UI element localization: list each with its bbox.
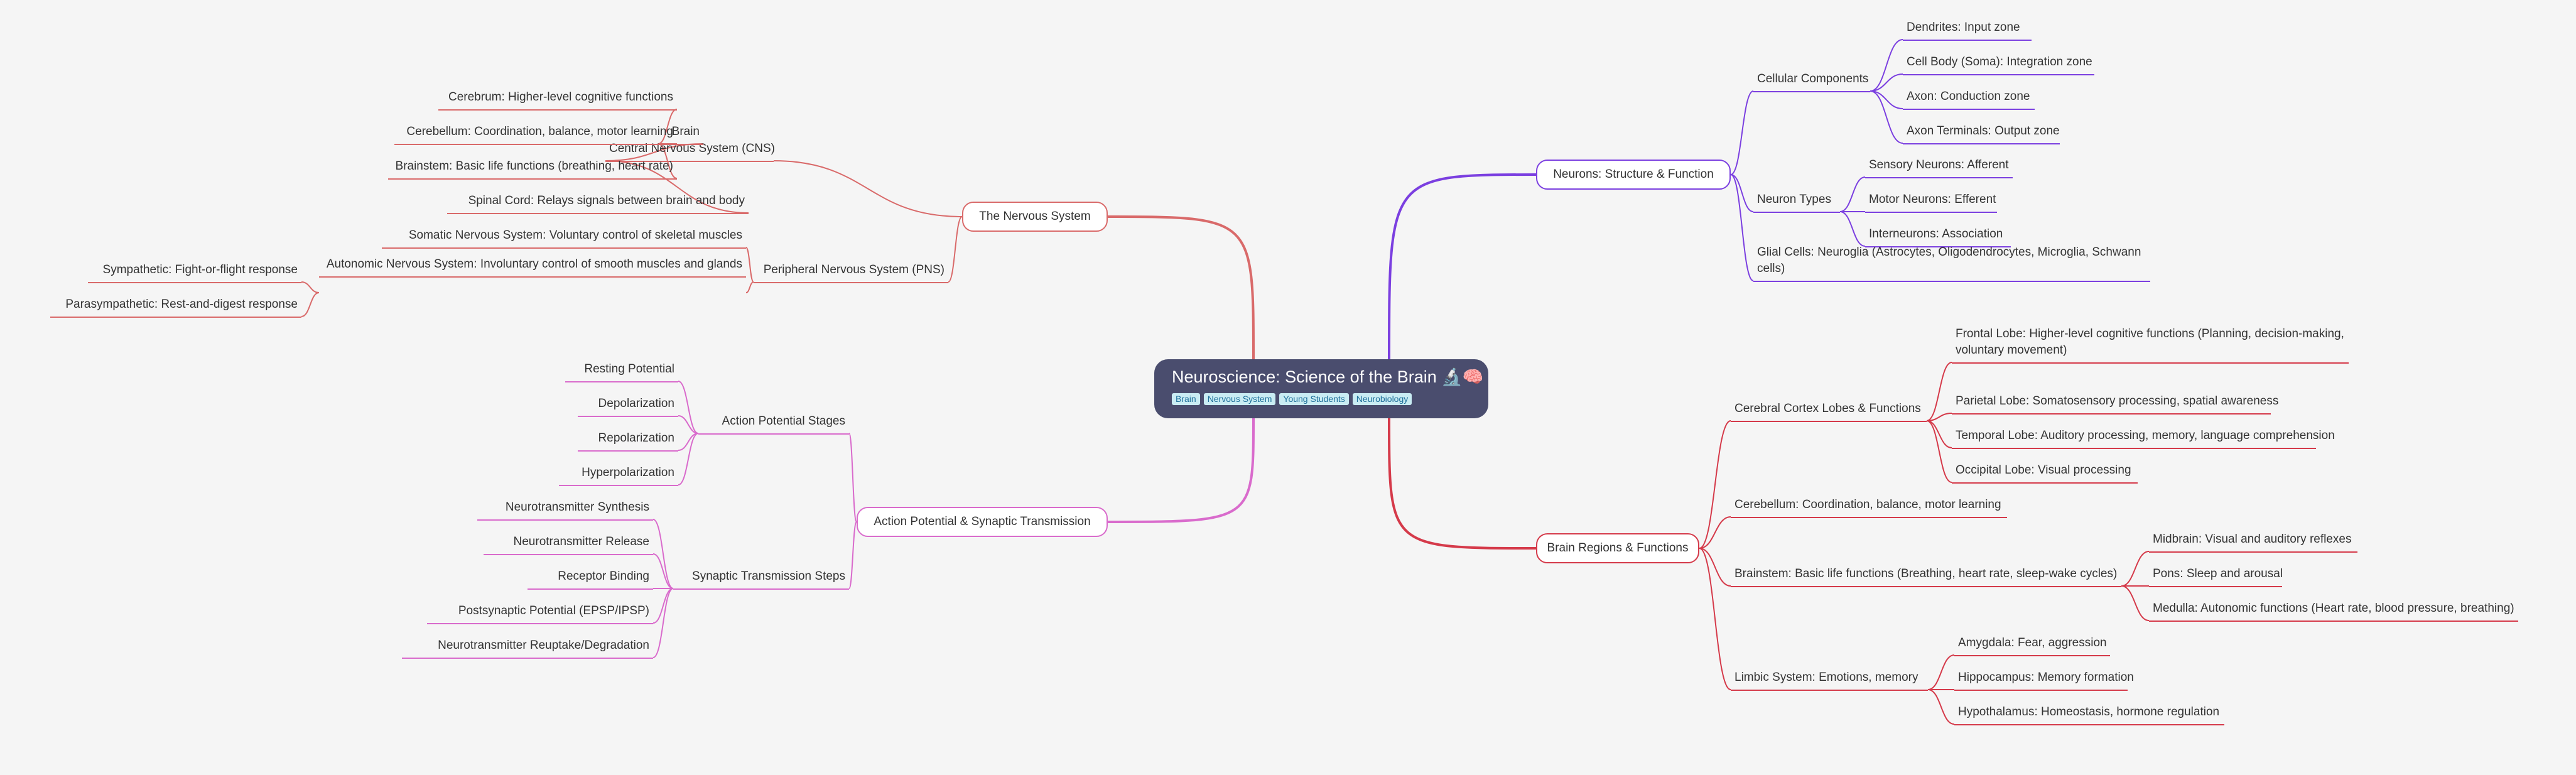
node-spinal-cord[interactable]: Spinal Cord: Relays signals between brai…	[447, 193, 749, 214]
node-hyperpolarization[interactable]: Hyperpolarization	[559, 465, 678, 486]
node-cns-brainstem[interactable]: Brainstem: Basic life functions (breathi…	[388, 158, 677, 180]
node-glial-cells[interactable]: Glial Cells: Neuroglia (Astrocytes, Olig…	[1753, 244, 2150, 282]
tag-nervous-system[interactable]: Nervous System	[1203, 393, 1276, 405]
node-axon-terminals[interactable]: Axon Terminals: Output zone	[1903, 123, 2060, 144]
node-ap-stages[interactable]: Action Potential Stages	[698, 413, 849, 435]
node-interneurons[interactable]: Interneurons: Association	[1865, 226, 2011, 247]
node-occipital-lobe[interactable]: Occipital Lobe: Visual processing	[1952, 462, 2138, 484]
root-node[interactable]: Neuroscience: Science of the Brain 🔬🧠 Br…	[1154, 359, 1488, 418]
tag-neurobiology[interactable]: Neurobiology	[1352, 393, 1412, 405]
branch-brain-regions[interactable]: Brain Regions & Functions	[1536, 533, 1699, 563]
node-cns-cerebellum[interactable]: Cerebellum: Coordination, balance, motor…	[394, 124, 677, 145]
node-medulla[interactable]: Medulla: Autonomic functions (Heart rate…	[2149, 600, 2518, 622]
node-hypothalamus[interactable]: Hypothalamus: Homeostasis, hormone regul…	[1954, 704, 2224, 725]
node-cerebral-cortex[interactable]: Cerebral Cortex Lobes & Functions	[1731, 401, 1927, 422]
node-sympathetic[interactable]: Sympathetic: Fight-or-flight response	[88, 262, 301, 283]
node-parasympathetic[interactable]: Parasympathetic: Rest-and-digest respons…	[50, 296, 301, 318]
branch-neurons[interactable]: Neurons: Structure & Function	[1536, 160, 1731, 190]
node-midbrain[interactable]: Midbrain: Visual and auditory reflexes	[2149, 531, 2357, 553]
node-sensory-neurons[interactable]: Sensory Neurons: Afferent	[1865, 157, 2013, 178]
node-postsynaptic-potential[interactable]: Postsynaptic Potential (EPSP/IPSP)	[427, 603, 653, 624]
node-parietal-lobe[interactable]: Parietal Lobe: Somatosensory processing,…	[1952, 393, 2278, 415]
node-axon[interactable]: Axon: Conduction zone	[1903, 89, 2035, 110]
root-title: Neuroscience: Science of the Brain 🔬🧠	[1172, 367, 1484, 386]
node-cell-body[interactable]: Cell Body (Soma): Integration zone	[1903, 54, 2094, 75]
node-pns[interactable]: Peripheral Nervous System (PNS)	[754, 262, 948, 283]
node-brainstem[interactable]: Brainstem: Basic life functions (Breathi…	[1731, 566, 2121, 587]
node-resting-potential[interactable]: Resting Potential	[565, 361, 678, 382]
node-cellular-components[interactable]: Cellular Components	[1753, 71, 1870, 92]
node-motor-neurons[interactable]: Motor Neurons: Efferent	[1865, 192, 1997, 213]
node-dendrites[interactable]: Dendrites: Input zone	[1903, 19, 2032, 41]
node-autonomic[interactable]: Autonomic Nervous System: Involuntary co…	[319, 256, 746, 278]
node-nt-synthesis[interactable]: Neurotransmitter Synthesis	[477, 499, 653, 521]
branch-nervous-system[interactable]: The Nervous System	[962, 202, 1108, 232]
node-temporal-lobe[interactable]: Temporal Lobe: Auditory processing, memo…	[1952, 428, 2335, 449]
tag-brain[interactable]: Brain	[1172, 393, 1200, 405]
node-somatic[interactable]: Somatic Nervous System: Voluntary contro…	[382, 227, 746, 249]
node-amygdala[interactable]: Amygdala: Fear, aggression	[1954, 635, 2110, 656]
node-brain[interactable]: Brain	[658, 124, 703, 145]
node-synaptic-steps[interactable]: Synaptic Transmission Steps	[673, 568, 849, 590]
node-neuron-types[interactable]: Neuron Types	[1753, 192, 1840, 213]
tag-young-students[interactable]: Young Students	[1279, 393, 1349, 405]
tag-list: Brain Nervous System Young Students Neur…	[1172, 393, 1488, 405]
node-cerebrum[interactable]: Cerebrum: Higher-level cognitive functio…	[438, 89, 677, 111]
node-receptor-binding[interactable]: Receptor Binding	[528, 568, 653, 590]
node-cerebellum[interactable]: Cerebellum: Coordination, balance, motor…	[1731, 497, 2007, 518]
node-repolarization[interactable]: Repolarization	[578, 430, 678, 452]
node-nt-release[interactable]: Neurotransmitter Release	[484, 534, 653, 555]
node-pons[interactable]: Pons: Sleep and arousal	[2149, 566, 2283, 587]
node-hippocampus[interactable]: Hippocampus: Memory formation	[1954, 669, 2134, 691]
node-frontal-lobe[interactable]: Frontal Lobe: Higher-level cognitive fun…	[1952, 326, 2349, 364]
node-depolarization[interactable]: Depolarization	[578, 396, 678, 417]
node-limbic-system[interactable]: Limbic System: Emotions, memory	[1731, 669, 1928, 691]
node-cns[interactable]: Central Nervous System (CNS)	[605, 141, 775, 162]
branch-action-potential[interactable]: Action Potential & Synaptic Transmission	[857, 507, 1108, 537]
node-nt-reuptake[interactable]: Neurotransmitter Reuptake/Degradation	[402, 637, 653, 659]
